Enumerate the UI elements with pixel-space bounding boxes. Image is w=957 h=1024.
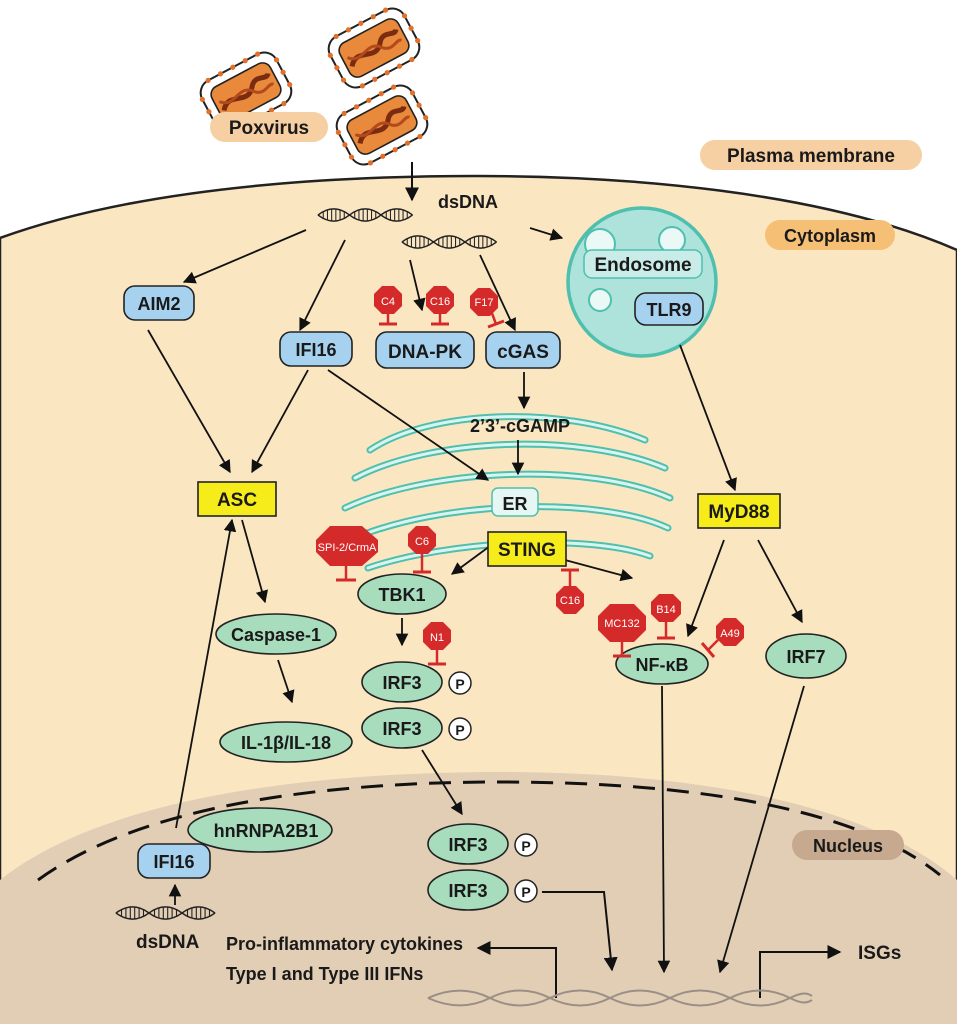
transcription-arrows — [476, 891, 842, 998]
endosome-label: Endosome — [594, 255, 691, 276]
irf3-label: IRF3 — [382, 719, 421, 739]
inhibitor-c16-dnapk: C16 — [426, 286, 454, 326]
pro-inflammatory-label: Pro-inflammatory cytokines — [226, 934, 463, 954]
aim2-node — [123, 285, 195, 321]
plasma-membrane-label: Plasma membrane — [727, 146, 895, 167]
er-label: ER — [502, 494, 527, 514]
inhibitor-n1: N1 — [423, 622, 451, 666]
asc-label: ASC — [217, 490, 257, 511]
dsdna-label: dsDNA — [438, 192, 498, 212]
endosome-vesicle — [658, 226, 686, 254]
poxvirus-tag — [210, 112, 328, 142]
nfkb-label: NF-κB — [635, 655, 688, 675]
nfkb-node — [615, 643, 709, 685]
sting-node — [487, 531, 567, 567]
irf3-nuclear-label: IRF3 — [448, 881, 487, 901]
svg-text:C16: C16 — [430, 296, 450, 308]
cgamp-label: 2’3’-cGAMP — [470, 416, 570, 436]
endosome — [566, 206, 718, 358]
cgas-label: cGAS — [497, 342, 549, 363]
phospho-label: P — [521, 838, 530, 854]
myd88-node — [697, 493, 781, 529]
nucleus-tag — [792, 830, 904, 860]
nuclear-envelope — [37, 780, 941, 882]
inhibitor-f17: F17 — [470, 288, 505, 329]
svg-text:B14: B14 — [656, 604, 676, 616]
tbk1-node — [357, 573, 447, 615]
caspase1-label: Caspase-1 — [231, 625, 321, 645]
endosome-label-box — [583, 249, 703, 279]
poxvirus-virion-3 — [328, 77, 435, 173]
tbk1-label: TBK1 — [378, 585, 425, 605]
irf3-nuclear-node — [427, 869, 509, 911]
plasma-membrane-tag — [700, 140, 922, 170]
nucleus-label: Nucleus — [813, 836, 883, 856]
irf3-label: IRF3 — [382, 673, 421, 693]
hnrnpa2b1-node — [187, 807, 333, 853]
svg-text:A49: A49 — [720, 628, 740, 640]
irf3-node — [361, 707, 443, 749]
hnrnpa2b1-label: hnRNPA2B1 — [214, 821, 319, 841]
phospho-badge — [514, 879, 538, 903]
phospho-label: P — [521, 884, 530, 900]
svg-text:N1: N1 — [430, 632, 444, 644]
svg-text:MC132: MC132 — [604, 618, 639, 630]
svg-text:F17: F17 — [475, 297, 494, 309]
aim2-label: AIM2 — [137, 294, 180, 314]
irf7-node — [765, 633, 847, 679]
irf3-node — [361, 661, 443, 703]
endosome-vesicle — [588, 288, 612, 312]
poxvirus-virion-2 — [320, 0, 427, 96]
activation-arrows — [147, 227, 805, 974]
dna-pk-label: DNA-PK — [388, 342, 462, 363]
ifi16-nuclear-label: IFI16 — [153, 852, 194, 872]
cgas-node — [485, 331, 561, 369]
er-label-box — [491, 487, 539, 517]
phospho-label: P — [455, 676, 464, 692]
asc-node — [197, 481, 277, 517]
tlr9-label: TLR9 — [647, 300, 692, 320]
irf3-nuclear-label: IRF3 — [448, 835, 487, 855]
phospho-badge — [448, 671, 472, 695]
phospho-badge — [448, 717, 472, 741]
svg-text:C6: C6 — [415, 536, 429, 548]
inhibitor-a49: A49 — [700, 618, 744, 658]
inhibitor-b14: B14 — [651, 594, 681, 640]
svg-text:C4: C4 — [381, 296, 395, 308]
ifi16-label: IFI16 — [295, 340, 336, 360]
svg-text:SPI-2/CrmA: SPI-2/CrmA — [318, 542, 377, 554]
phospho-label: P — [455, 722, 464, 738]
inhibitor-spi2-crma: SPI-2/CrmA — [316, 526, 378, 582]
inhibitor-mc132: MC132 — [598, 604, 646, 658]
sting-label: STING — [498, 540, 556, 561]
inhibitor-c6: C6 — [408, 526, 436, 574]
inhibitor-c4: C4 — [374, 286, 402, 326]
dna-pk-node — [375, 331, 475, 369]
svg-text:C16: C16 — [560, 595, 580, 607]
irf3-nuclear-node — [427, 823, 509, 865]
caspase1-node — [215, 613, 337, 655]
il1b-il18-label: IL-1β/IL-18 — [241, 733, 331, 753]
ifi16-node — [279, 331, 353, 367]
nuclear-dsdna-label: dsDNA — [136, 932, 200, 953]
il1b-il18-node — [219, 721, 353, 763]
cytoplasm-label: Cytoplasm — [784, 226, 876, 246]
poxvirus-label: Poxvirus — [229, 118, 309, 139]
inhibitor-c16-sting: C16 — [556, 568, 584, 614]
myd88-label: MyD88 — [708, 502, 769, 523]
ifi16-nuclear-node — [137, 843, 211, 879]
type-ifns-label: Type I and Type III IFNs — [226, 964, 423, 984]
phospho-badge — [514, 833, 538, 857]
irf7-label: IRF7 — [786, 647, 825, 667]
isgs-label: ISGs — [858, 943, 901, 964]
genomic-dna — [427, 989, 813, 1007]
cytoplasm-tag — [765, 220, 895, 250]
tlr9-node — [634, 292, 704, 326]
